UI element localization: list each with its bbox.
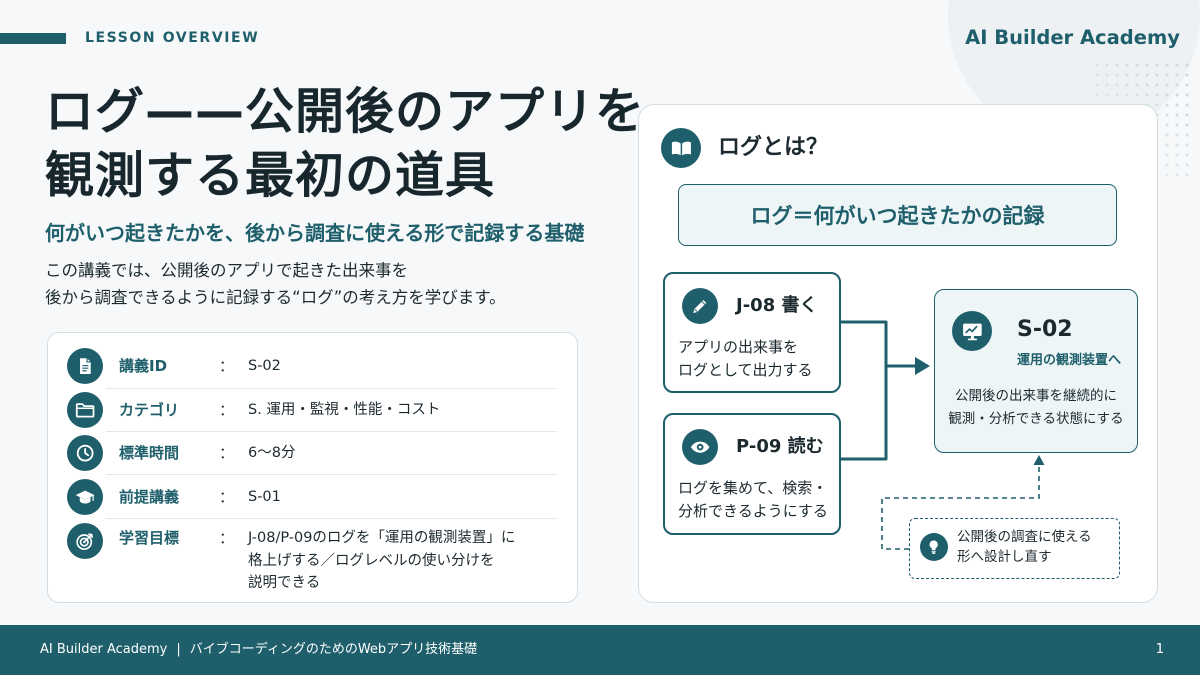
- step-line: ログを集めて、検索・: [678, 479, 828, 497]
- header-accent-bar: [0, 33, 66, 44]
- row-divider: [106, 518, 557, 519]
- folder-icon: [67, 392, 103, 428]
- log-definition-box: ログ＝何がいつ起きたかの記録: [678, 184, 1117, 246]
- flow-arrow-head: [915, 357, 930, 375]
- feedback-dashed-connector: [881, 465, 1040, 550]
- info-colon: ：: [219, 444, 235, 462]
- page-title: ログ——公開後のアプリを 観測する最初の道具: [45, 80, 645, 208]
- info-colon: ：: [219, 357, 235, 375]
- info-row-category: カテゴリ ： S. 運用・監視・性能・コスト: [48, 392, 577, 428]
- book-icon: [661, 128, 701, 168]
- info-label: 学習目標: [119, 529, 180, 547]
- merge-connector: [841, 320, 888, 461]
- result-description: 公開後の出来事を継続的に 観測・分析できる状態にする: [935, 385, 1137, 431]
- info-colon: ：: [219, 529, 235, 547]
- note-line: 形へ設計し直す: [957, 549, 1052, 565]
- row-divider: [106, 431, 557, 432]
- result-line: 観測・分析できる状態にする: [948, 411, 1124, 427]
- result-line: 公開後の出来事を継続的に: [955, 388, 1117, 404]
- info-label: 講義ID: [119, 357, 168, 375]
- goal-line: J-08/P-09のログを「運用の観測装置」に: [248, 530, 516, 546]
- step-box-write: J-08 書く アプリの出来事を ログとして出力する: [663, 272, 841, 393]
- panel-heading: ログとは？: [718, 135, 829, 160]
- section-label: LESSON OVERVIEW: [85, 30, 260, 46]
- step-title: J-08 書く: [736, 295, 818, 316]
- title-line-2: 観測する最初の道具: [45, 147, 496, 204]
- step-description: アプリの出来事を ログとして出力する: [678, 336, 813, 382]
- info-value: S-02: [248, 358, 281, 374]
- document-icon: [67, 348, 103, 384]
- step-line: ログとして出力する: [678, 361, 813, 379]
- feedback-arrow-head: [1033, 455, 1045, 465]
- info-row-duration: 標準時間 ： 6〜8分: [48, 435, 577, 471]
- diagram-connectors: [841, 320, 1045, 550]
- goal-line: 格上げする／ログレベルの使い分けを: [248, 552, 495, 569]
- row-divider: [106, 388, 557, 389]
- info-value: S. 運用・監視・性能・コスト: [248, 402, 441, 418]
- note-line: 公開後の調査に使える: [957, 529, 1092, 545]
- lightbulb-icon: [920, 533, 948, 561]
- step-line: 分析できるようにする: [678, 502, 828, 520]
- footer-separator: |: [176, 642, 181, 657]
- result-box-observability: S-02 運用の観測装置へ 公開後の出来事を継続的に 観測・分析できる状態にする: [934, 289, 1138, 453]
- footer-brand: AI Builder Academy: [40, 642, 168, 657]
- eye-icon: [682, 429, 718, 465]
- intro-line-2: 後から調査できるように記録する“ログ”の考え方を学びます。: [45, 288, 506, 307]
- monitor-chart-icon: [952, 311, 992, 351]
- info-colon: ：: [219, 401, 235, 419]
- info-colon: ：: [219, 488, 235, 506]
- result-title: S-02: [1017, 317, 1073, 342]
- info-value: 6〜8分: [248, 445, 296, 461]
- info-value: J-08/P-09のログを「運用の観測装置」に 格上げする／ログレベルの使い分け…: [248, 527, 515, 595]
- goal-line: 説明できる: [248, 575, 321, 591]
- info-value: S-01: [248, 489, 281, 505]
- info-row-prerequisite: 前提講義 ： S-01: [48, 479, 577, 515]
- clock-icon: [67, 435, 103, 471]
- title-line-1: ログ——公開後のアプリを: [45, 83, 646, 140]
- step-box-read: P-09 読む ログを集めて、検索・ 分析できるようにする: [663, 413, 841, 535]
- graduation-cap-icon: [67, 479, 103, 515]
- pencil-icon: [682, 288, 718, 324]
- log-concept-panel: ログとは？ ログ＝何がいつ起きたかの記録 J-08 書く アプリの出来事を ログ…: [638, 104, 1158, 603]
- page-number: 1: [1155, 642, 1164, 657]
- intro-line-1: この講義では、公開後のアプリで起きた出来事を: [45, 261, 408, 280]
- subtitle: 何がいつ起きたかを、後から調査に使える形で記録する基礎: [45, 221, 585, 245]
- redesign-note-box: 公開後の調査に使える 形へ設計し直す: [909, 518, 1120, 579]
- info-label: カテゴリ: [119, 401, 180, 419]
- result-subtitle: 運用の観測装置へ: [1017, 353, 1122, 368]
- info-row-learning-goal: 学習目標 ： J-08/P-09のログを「運用の観測装置」に 格上げする／ログレ…: [48, 523, 577, 591]
- info-row-lecture-id: 講義ID ： S-02: [48, 348, 577, 384]
- note-text: 公開後の調査に使える 形へ設計し直す: [957, 527, 1092, 567]
- step-title: P-09 読む: [736, 436, 824, 457]
- intro-text: この講義では、公開後のアプリで起きた出来事を 後から調査できるように記録する“ロ…: [45, 257, 506, 311]
- info-label: 前提講義: [119, 488, 180, 506]
- step-line: アプリの出来事を: [678, 338, 799, 356]
- lesson-info-card: 講義ID ： S-02 カテゴリ ： S. 運用・監視・性能・コスト 標準時間 …: [47, 332, 578, 603]
- target-icon: [67, 523, 103, 559]
- footer-bar: AI Builder Academy | バイブコーディングのためのWebアプリ技術…: [0, 625, 1200, 675]
- footer-course-title: バイブコーディングのためのWebアプリ技術基礎: [189, 642, 478, 657]
- step-description: ログを集めて、検索・ 分析できるようにする: [678, 477, 828, 523]
- footer-caption: AI Builder Academy | バイブコーディングのためのWebアプリ技術…: [40, 625, 477, 675]
- row-divider: [106, 474, 557, 475]
- info-label: 標準時間: [119, 444, 180, 462]
- brand-name: AI Builder Academy: [965, 26, 1180, 49]
